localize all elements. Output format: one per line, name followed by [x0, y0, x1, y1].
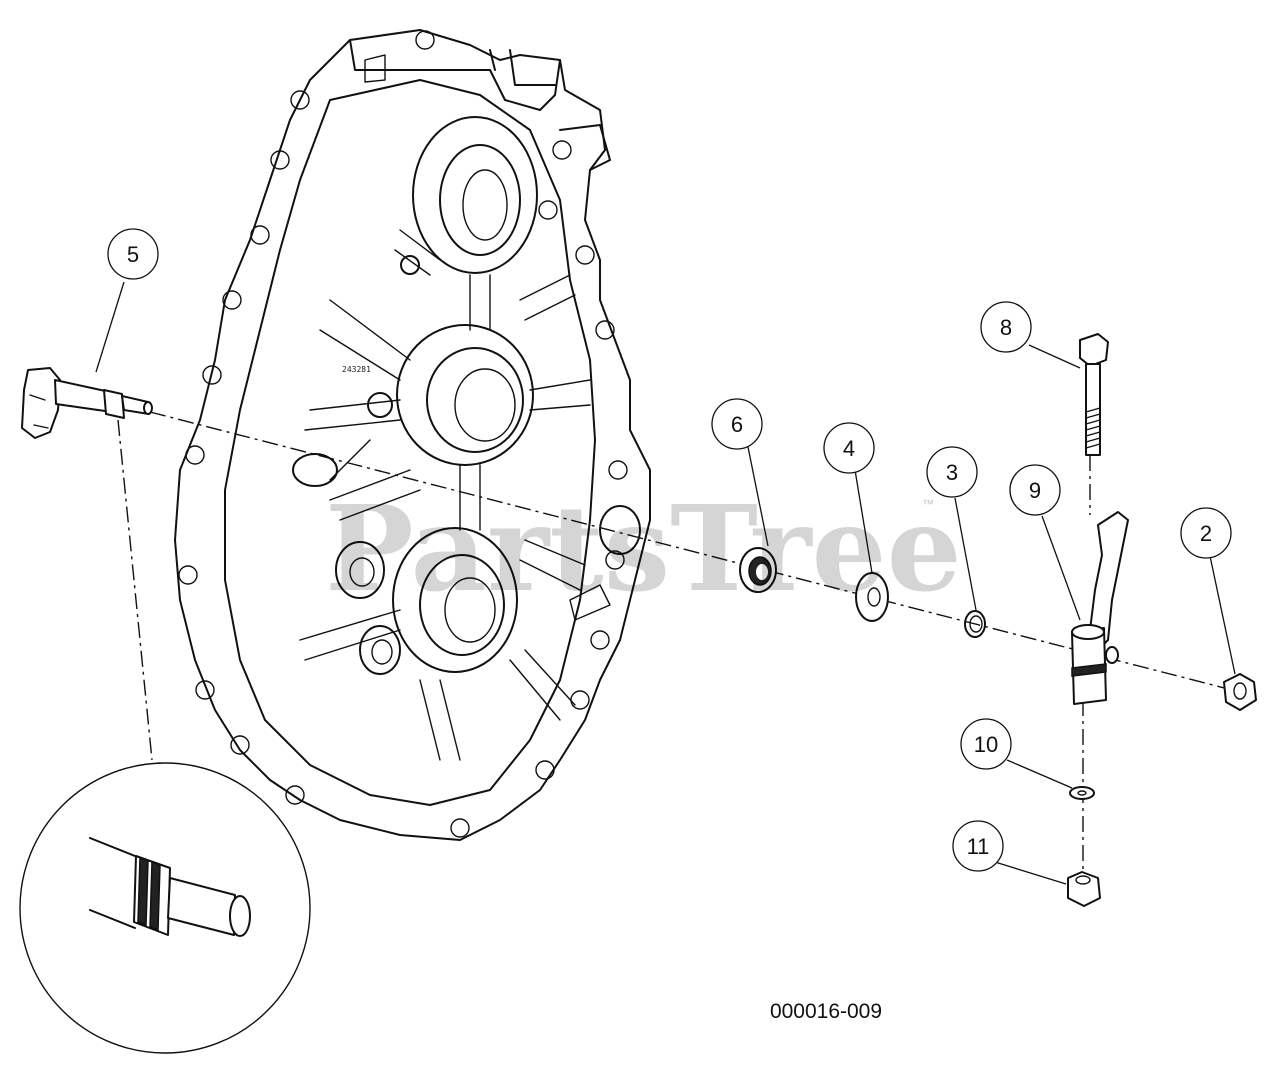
housing-ribs [299, 229, 611, 761]
part-8-bolt [1079, 333, 1109, 456]
callout-3[interactable]: 3 [926, 446, 978, 498]
part-9-shift-arm [1071, 511, 1129, 705]
callout-10[interactable]: 10 [960, 718, 1012, 770]
callout-10-label: 10 [974, 732, 998, 757]
shaft-detail-view [19, 762, 311, 1054]
gearbox-housing: 243281 [174, 29, 651, 841]
detail-leader-line [117, 419, 153, 761]
flange-bolt-holes [178, 30, 628, 838]
diagram-code: 000016-009 [770, 1000, 882, 1023]
callout-8[interactable]: 8 [980, 301, 1032, 353]
part-10-washer [1069, 786, 1095, 800]
callout-4[interactable]: 4 [823, 422, 875, 474]
watermark-text: PartsTree [325, 479, 962, 618]
lower-shaft-boss [392, 527, 518, 673]
watermark-trademark: ™ [922, 497, 934, 511]
callout-5[interactable]: 5 [107, 228, 159, 280]
callout-4-label: 4 [843, 436, 855, 461]
part-3-retaining-ring [964, 610, 986, 638]
callout-2-label: 2 [1200, 521, 1212, 546]
small-bosses [292, 255, 641, 675]
housing-top-slot [364, 54, 386, 83]
callout-6[interactable]: 6 [711, 398, 763, 450]
part-2-lock-nut [1223, 673, 1257, 711]
callout-leaders [95, 281, 1236, 885]
callout-2[interactable]: 2 [1180, 507, 1232, 559]
housing-top-neck [349, 39, 561, 111]
housing-outer-flange [174, 29, 651, 841]
callout-5-label: 5 [127, 242, 139, 267]
middle-shaft-boss [396, 324, 534, 466]
callout-11[interactable]: 11 [952, 820, 1004, 872]
callout-9[interactable]: 9 [1009, 464, 1061, 516]
partstree-watermark: PartsTree ™ [325, 479, 962, 618]
upper-shaft-boss [412, 116, 611, 274]
callout-9-label: 9 [1029, 478, 1041, 503]
housing-inner-face [224, 79, 596, 806]
callout-11-label: 11 [967, 834, 990, 859]
part-6-oil-seal [739, 547, 777, 593]
part-5-shift-shaft [21, 367, 153, 439]
housing-part-stamp: 243281 [342, 365, 371, 374]
callout-8-label: 8 [1000, 315, 1012, 340]
assembly-axis-line [149, 411, 1241, 693]
callout-3-label: 3 [946, 460, 958, 485]
callout-6-label: 6 [731, 412, 743, 437]
part-11-flange-nut [1067, 871, 1101, 907]
